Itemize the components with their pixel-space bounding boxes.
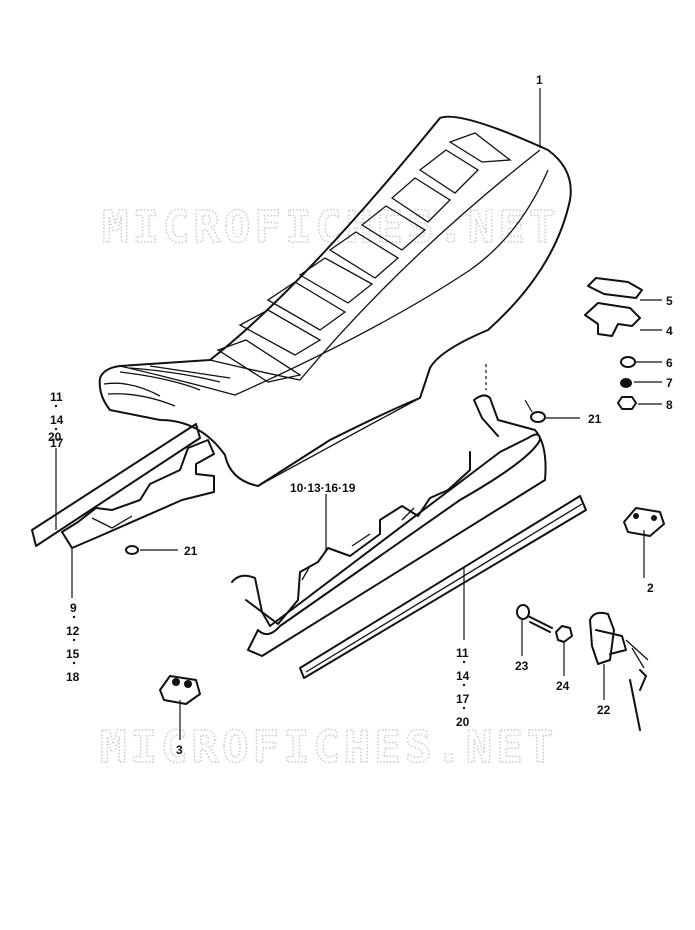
callout-group-left-bottom-3: 15 (66, 647, 80, 661)
callout-3: 3 (176, 743, 183, 757)
callout-group-right-bottom-3: 17 (456, 692, 470, 706)
callout-group-right-bottom-4: 20 (456, 715, 470, 729)
callout-group-left-top-3: 17 (50, 436, 64, 450)
right-rail-strip (299, 495, 587, 679)
callout-21-right: 21 (588, 412, 602, 426)
callout-23: 23 (515, 659, 529, 673)
callout-22: 22 (597, 703, 611, 717)
callout-8: 8 (666, 398, 673, 412)
hinge-plate (584, 277, 643, 337)
left-rail-bracket (31, 423, 215, 549)
callout-21-left: 21 (184, 544, 198, 558)
seat-part (98, 115, 572, 487)
seat-lock-with-keys (589, 611, 649, 731)
watermark-top: MICROFICHES.NET (102, 202, 559, 253)
callout-group-left-bottom-1: 9 (70, 601, 77, 615)
small-fasteners (125, 356, 637, 555)
callout-2: 2 (647, 581, 654, 595)
callout-group-right-bottom-2: 14 (456, 669, 470, 683)
callout-group-base: 10·13·16·19 (290, 481, 356, 495)
leader-lines (55, 88, 662, 740)
callout-group-left-bottom-2: 12 (66, 624, 80, 638)
clip-part-3 (159, 675, 201, 705)
callout-7: 7 (666, 376, 673, 390)
callout-group-right-bottom-1: 11 (456, 646, 469, 660)
callout-6: 6 (666, 356, 673, 370)
callout-1: 1 (536, 73, 543, 87)
callout-group-left-bottom-4: 18 (66, 670, 80, 684)
callout-group-left-top-2: 14 (50, 413, 64, 427)
seat-base-frame (231, 394, 547, 657)
callout-group-left-top-4-visible: 20 (48, 430, 62, 444)
callout-labels: 1 5 4 6 7 8 21 21 11 14 17 20 20 9 12 15… (48, 73, 673, 757)
callout-24: 24 (556, 679, 570, 693)
callout-4: 4 (666, 324, 673, 338)
group-separator-dots (54, 404, 466, 710)
watermark-bottom: MICROFICHES.NET (100, 722, 557, 773)
callout-5: 5 (666, 294, 673, 308)
bolt-and-nut (516, 604, 573, 643)
callout-group-left-top-1: 11 (50, 390, 63, 404)
clip-part-2 (623, 507, 665, 537)
